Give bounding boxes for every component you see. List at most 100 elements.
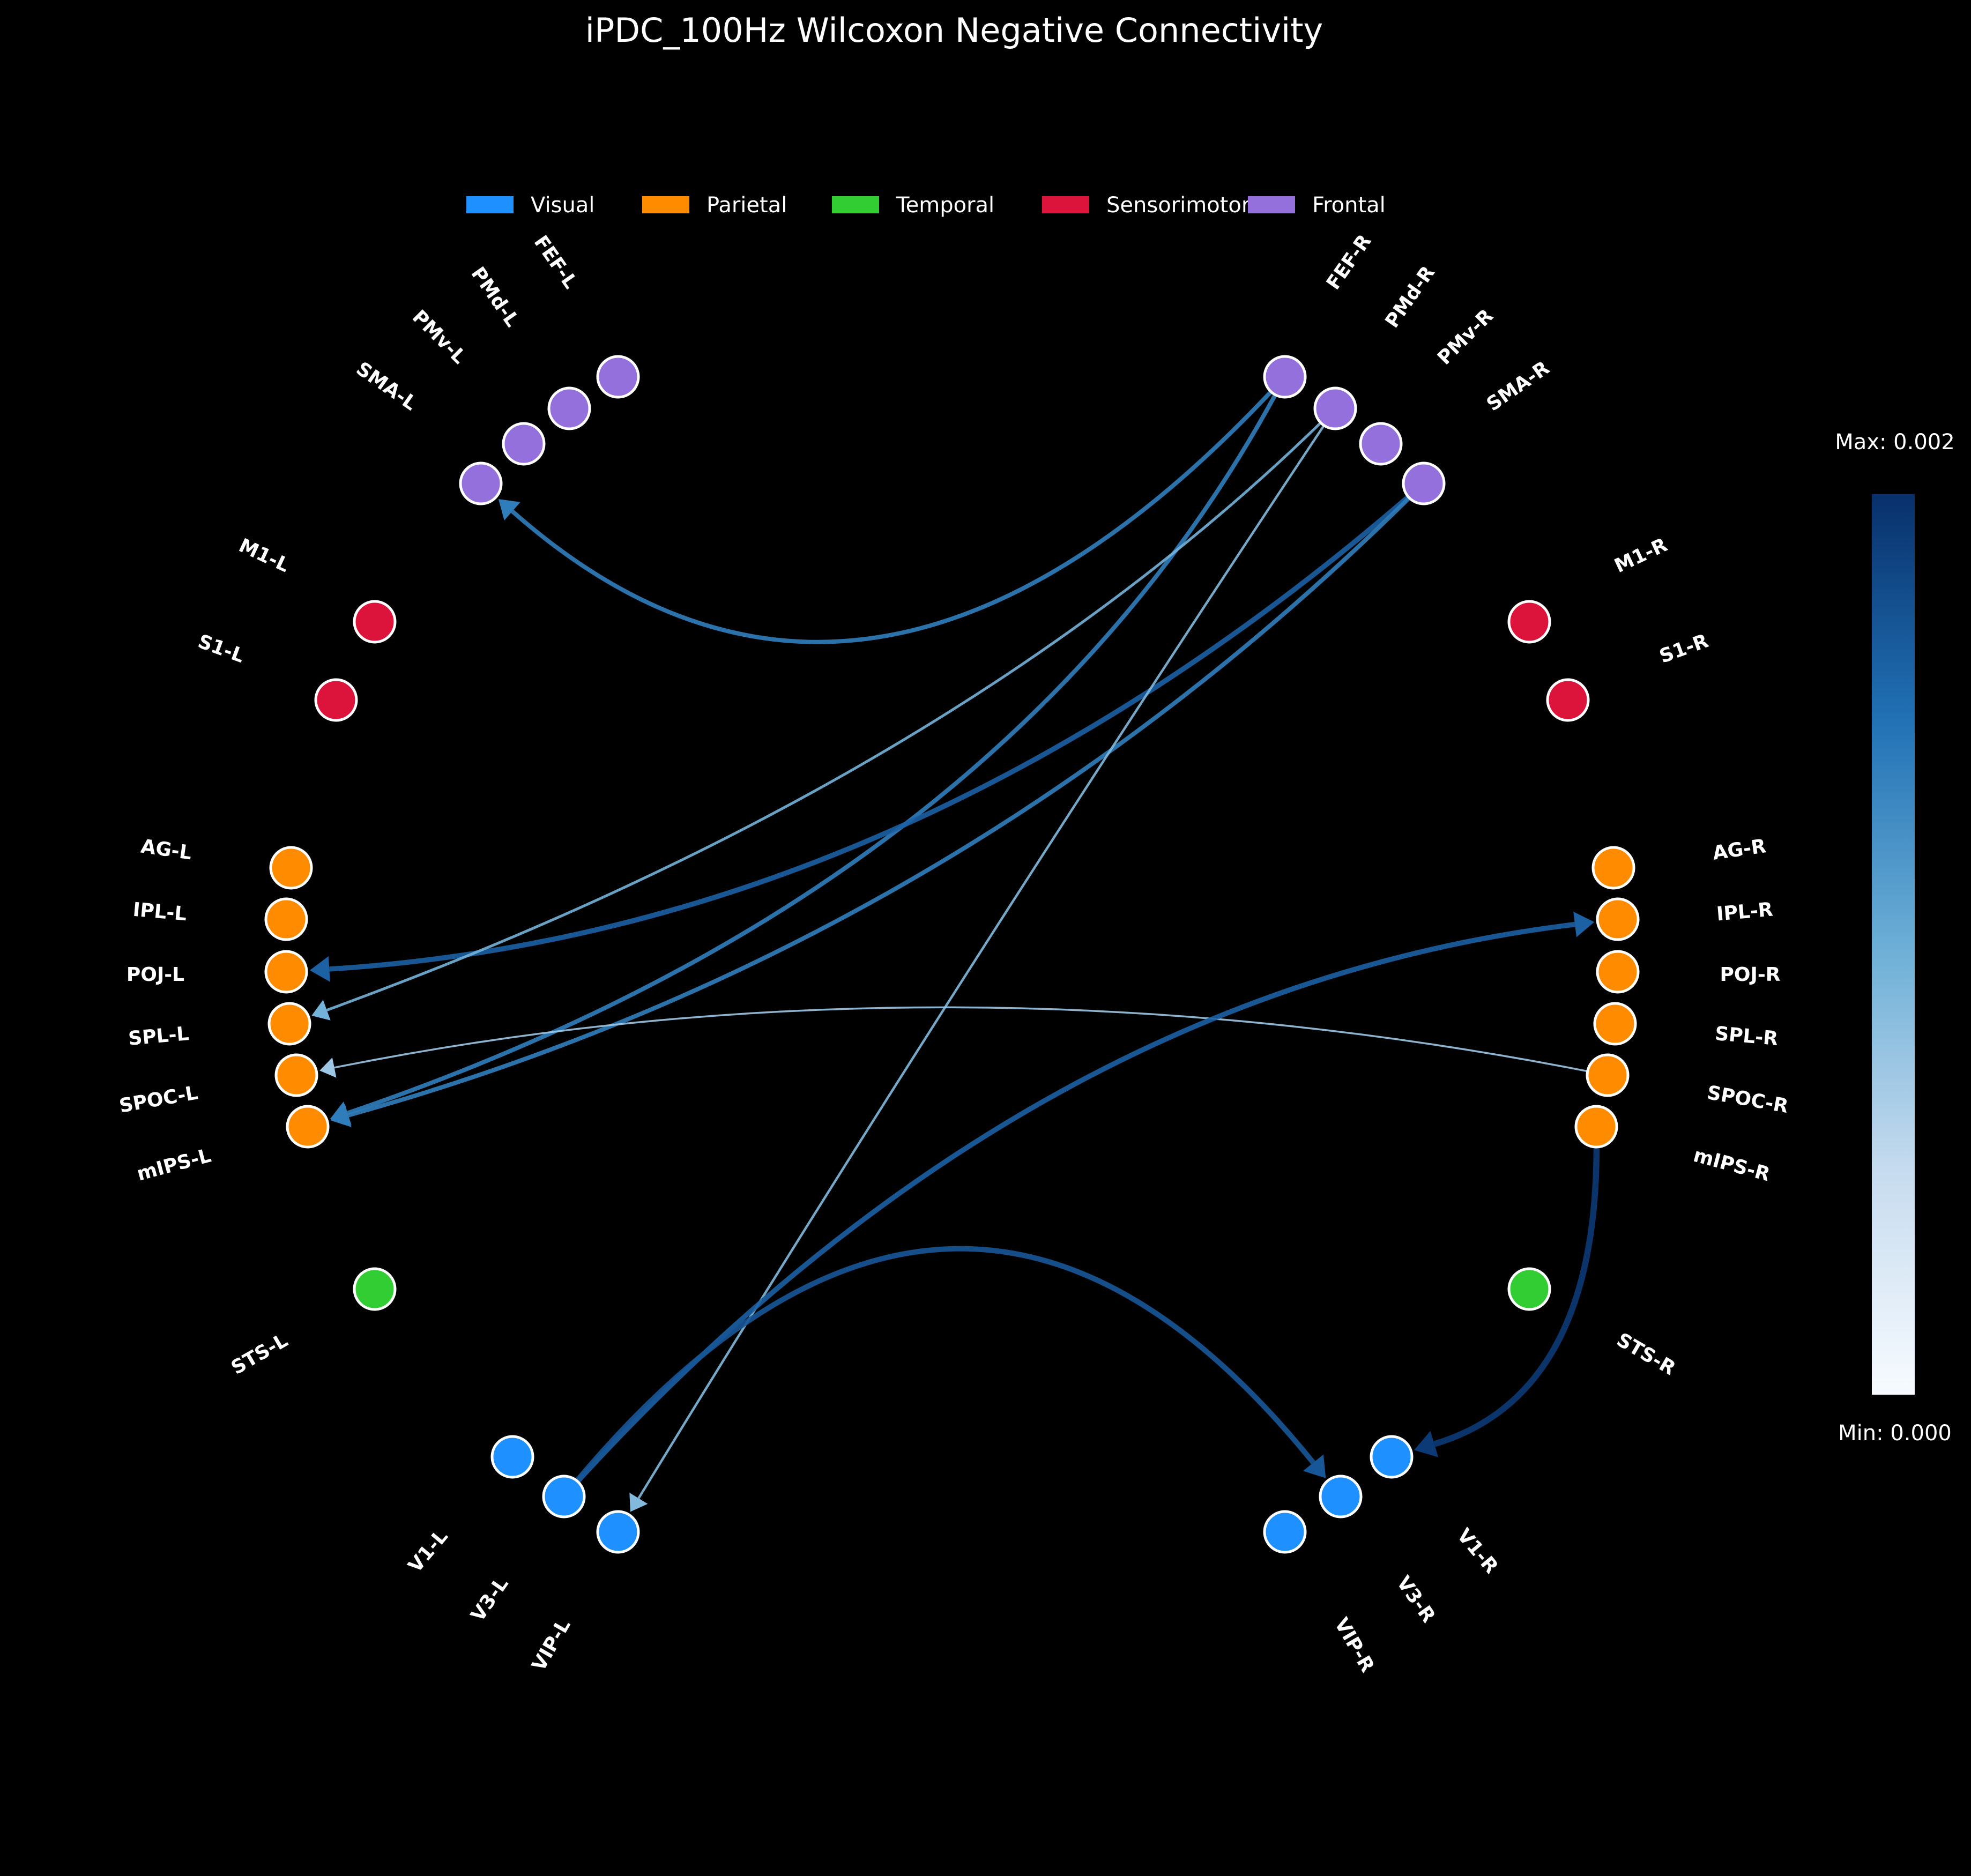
node-label-FEF-R: FEF-R (1322, 230, 1376, 294)
node-IPL-R (1596, 897, 1640, 941)
edge-PMd-R-to-SPL-L (311, 407, 1336, 1021)
chart-title: iPDC_100Hz Wilcoxon Negative Connectivit… (585, 11, 1323, 50)
node-label-IPL-L: IPL-L (132, 899, 188, 926)
node-SMA-R (1402, 461, 1446, 505)
node-label-SMA-R: SMA-R (1483, 357, 1553, 415)
node-SMA-L (459, 461, 503, 505)
node-SPOC-R (1586, 1053, 1630, 1097)
node-POJ-L (264, 950, 308, 994)
legend-item-frontal: Frontal (1248, 193, 1386, 218)
node-label-PMd-R: PMd-R (1381, 262, 1440, 332)
node-VIP-L (596, 1510, 640, 1554)
node-label-V1-R: V1-R (1453, 1524, 1503, 1578)
edge-line (334, 1006, 1608, 1076)
node-label-SPOC-R: SPOC-R (1705, 1082, 1790, 1118)
node-V1-L (490, 1435, 534, 1479)
node-PMd-L (547, 386, 591, 430)
edge-arrowhead (629, 1492, 648, 1512)
edges-layer (309, 375, 1608, 1512)
node-STS-R (1507, 1267, 1551, 1311)
node-IPL-L (264, 897, 308, 941)
node-label-VIP-L: VIP-L (528, 1616, 575, 1675)
legend-item-temporal: Temporal (832, 193, 994, 218)
node-label-SPL-L: SPL-L (128, 1023, 190, 1050)
node-labels-layer: FEF-LPMd-LPMv-LSMA-LM1-LS1-LAG-LIPL-LPOJ… (117, 230, 1790, 1676)
edge-arrowhead (330, 1103, 352, 1127)
legend-label: Frontal (1312, 193, 1386, 218)
edge-SMA-R-to-mIPS-L (330, 482, 1425, 1127)
legend-item-visual: Visual (466, 193, 594, 218)
node-label-AG-L: AG-L (139, 836, 193, 865)
node-label-FEF-L: FEF-L (530, 232, 582, 293)
node-label-VIP-R: VIP-R (1330, 1614, 1378, 1676)
node-AG-R (1591, 846, 1635, 890)
legend-swatch (1248, 196, 1295, 213)
edge-arrowhead (1414, 1431, 1439, 1457)
node-PMv-R (1359, 422, 1403, 466)
legend-label: Visual (531, 193, 594, 218)
node-AG-L (269, 846, 313, 890)
node-label-V3-R: V3-R (1392, 1572, 1439, 1627)
node-SPL-L (267, 1002, 311, 1046)
nodes-layer (264, 355, 1640, 1554)
node-M1-L (353, 600, 397, 644)
colorbar: Max: 0.002 Min: 0.000 (1835, 430, 1954, 1446)
node-label-PMv-R: PMv-R (1433, 305, 1498, 369)
edge-SPOC-R-to-SPOC-L (319, 1006, 1608, 1078)
node-label-S1-L: S1-L (195, 630, 248, 667)
legend-label: Parietal (706, 193, 787, 218)
legend-label: Temporal (896, 193, 994, 218)
node-label-STS-R: STS-R (1613, 1329, 1679, 1380)
legend-item-sensorimotor: Sensorimotor (1042, 193, 1251, 218)
edge-arrowhead (319, 1058, 337, 1078)
node-label-mIPS-R: mIPS-R (1691, 1144, 1773, 1186)
edge-V3-L-to-V3-R (562, 1246, 1326, 1499)
legend-swatch (642, 196, 689, 213)
node-label-POJ-L: POJ-L (127, 964, 184, 986)
edge-line (511, 375, 1286, 644)
node-mIPS-L (286, 1105, 330, 1149)
edge-mIPS-R-to-V1-R (1414, 1126, 1600, 1457)
edge-V3-L-to-IPL-R (562, 911, 1595, 1499)
legend-item-parietal: Parietal (642, 193, 787, 218)
node-SPOC-L (274, 1053, 318, 1097)
node-M1-R (1507, 600, 1551, 644)
node-label-POJ-R: POJ-R (1720, 964, 1780, 986)
edge-SMA-R-to-POJ-L (309, 481, 1426, 982)
node-label-V1-L: V1-L (404, 1525, 452, 1577)
legend-swatch (466, 196, 514, 213)
colorbar-bar (1872, 494, 1915, 1395)
node-FEF-R (1263, 355, 1307, 399)
edge-arrowhead (309, 956, 330, 982)
node-label-SMA-L: SMA-L (352, 358, 421, 415)
node-S1-L (314, 678, 358, 722)
node-label-mIPS-L: mIPS-L (135, 1144, 213, 1185)
node-V3-L (542, 1475, 586, 1518)
legend-swatch (1042, 196, 1089, 213)
edge-line (347, 482, 1425, 1118)
legend-label: Sensorimotor (1106, 193, 1251, 218)
node-label-SPOC-L: SPOC-L (117, 1082, 199, 1117)
legend-swatch (832, 196, 879, 213)
colorbar-min-label: Min: 0.000 (1838, 1421, 1952, 1446)
node-STS-L (353, 1267, 397, 1311)
edge-FEF-R-to-SMA-L (498, 375, 1286, 644)
node-V1-R (1370, 1435, 1414, 1479)
node-label-SPL-R: SPL-R (1714, 1023, 1779, 1050)
edge-line (326, 407, 1336, 1011)
edge-line (637, 407, 1336, 1499)
legend: Visual Parietal Temporal Sensorimotor Fronta… (466, 193, 1386, 218)
edge-arrowhead (1303, 1454, 1326, 1478)
edge-line (562, 1246, 1315, 1499)
node-SPL-R (1593, 1002, 1637, 1046)
node-label-STS-L: STS-L (228, 1329, 292, 1379)
edge-line (329, 481, 1426, 972)
node-label-M1-R: M1-R (1611, 534, 1671, 577)
node-label-M1-L: M1-L (235, 534, 293, 577)
node-PMd-R (1313, 386, 1357, 430)
edge-line (1433, 1126, 1600, 1447)
edge-arrowhead (498, 499, 520, 520)
node-label-V3-L: V3-L (467, 1573, 513, 1626)
node-label-AG-R: AG-R (1711, 835, 1767, 865)
